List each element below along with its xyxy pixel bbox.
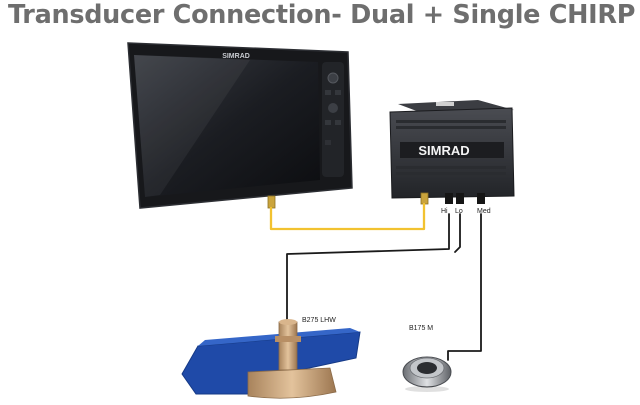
ethernet-cable <box>269 202 426 231</box>
display-glare <box>134 55 250 197</box>
lo-connector <box>456 193 464 204</box>
cables <box>269 202 482 361</box>
key-button <box>325 90 331 95</box>
hi-connector <box>445 193 453 204</box>
single-transducer-cable-med <box>447 213 482 361</box>
module-vent <box>396 126 506 129</box>
port-label-hi: Hi <box>441 208 448 215</box>
stem-cap <box>279 319 297 325</box>
nav-pad <box>328 103 338 113</box>
page-title: Transducer Connection- Dual + Single CHI… <box>8 0 636 30</box>
transducer-fairing <box>247 367 337 399</box>
key-button <box>335 90 341 95</box>
dual-transducer-cable-lo <box>454 213 461 253</box>
module-ethernet-connector <box>420 192 429 205</box>
single-transducer-label: B175 M <box>409 325 433 332</box>
rotary-knob <box>327 72 339 84</box>
module-vent <box>396 120 506 123</box>
dual-transducer-cable-hi <box>286 213 450 323</box>
module-brand-label: SIMRAD <box>418 143 469 158</box>
dual-transducer <box>181 319 361 399</box>
single-transducer <box>402 356 452 392</box>
key-button <box>335 120 341 125</box>
module-vent <box>396 172 506 175</box>
display-ethernet-connector <box>267 195 276 209</box>
port-label-med: Med <box>477 208 491 215</box>
module-label-sticker <box>436 102 454 106</box>
med-connector <box>477 193 485 204</box>
transducer-shadow <box>405 386 449 392</box>
stem-nut <box>275 336 301 342</box>
key-button <box>325 120 331 125</box>
transducer-stem <box>278 321 298 371</box>
port-label-lo: Lo <box>455 208 463 215</box>
sonar-module: SIMRAD <box>389 100 515 205</box>
dual-transducer-label: B275 LHW <box>302 317 336 324</box>
display-screen <box>134 55 320 197</box>
key-button <box>325 140 331 145</box>
module-logo-band <box>400 142 504 158</box>
display-brand-label: SIMRAD <box>222 53 250 60</box>
display-unit: SIMRAD <box>127 42 353 209</box>
module-vent <box>396 166 506 169</box>
transducer-face <box>417 362 437 374</box>
